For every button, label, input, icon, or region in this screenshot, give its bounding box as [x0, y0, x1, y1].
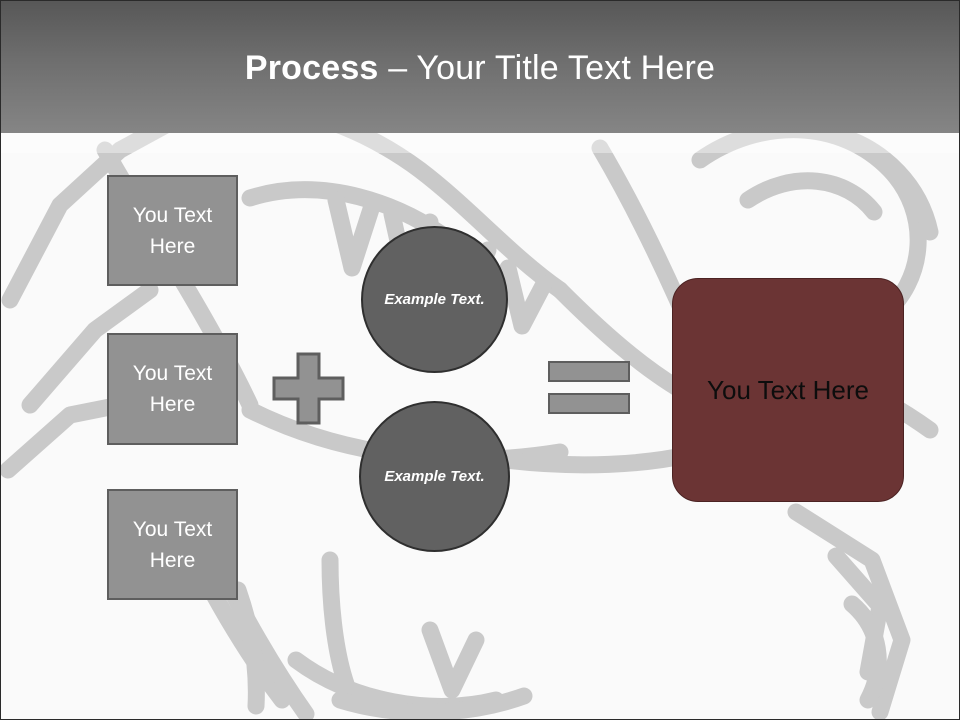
equals-sign-icon	[548, 361, 630, 414]
process-bubble-1-label: Example Text.	[384, 291, 485, 308]
page-title-rest: – Your Title Text Here	[378, 49, 716, 87]
page-title-strong: Process	[244, 49, 379, 87]
page-title: Process – Your Title Text Here	[0, 48, 960, 88]
plus-sign-icon	[272, 352, 345, 425]
input-box-3-label: You Text Here	[132, 517, 213, 572]
input-box-3[interactable]: You Text Here	[107, 489, 238, 600]
input-box-1[interactable]: You Text Here	[107, 175, 238, 286]
equals-sign-bar-top	[548, 361, 630, 382]
process-bubble-2-label: Example Text.	[384, 468, 485, 485]
process-bubble-1[interactable]: Example Text.	[361, 226, 508, 373]
input-box-2-label: You Text Here	[132, 362, 213, 416]
input-box-1-label: You Text Here	[132, 203, 213, 258]
header-underband	[0, 133, 960, 153]
result-box[interactable]: You Text Here	[672, 278, 904, 502]
slide-header-bar: Process – Your Title Text Here	[0, 0, 960, 133]
result-box-label: You Text Here	[707, 375, 869, 405]
equals-sign-bar-bottom	[548, 393, 630, 414]
input-box-2[interactable]: You Text Here	[107, 333, 238, 445]
process-bubble-2[interactable]: Example Text.	[359, 401, 510, 552]
